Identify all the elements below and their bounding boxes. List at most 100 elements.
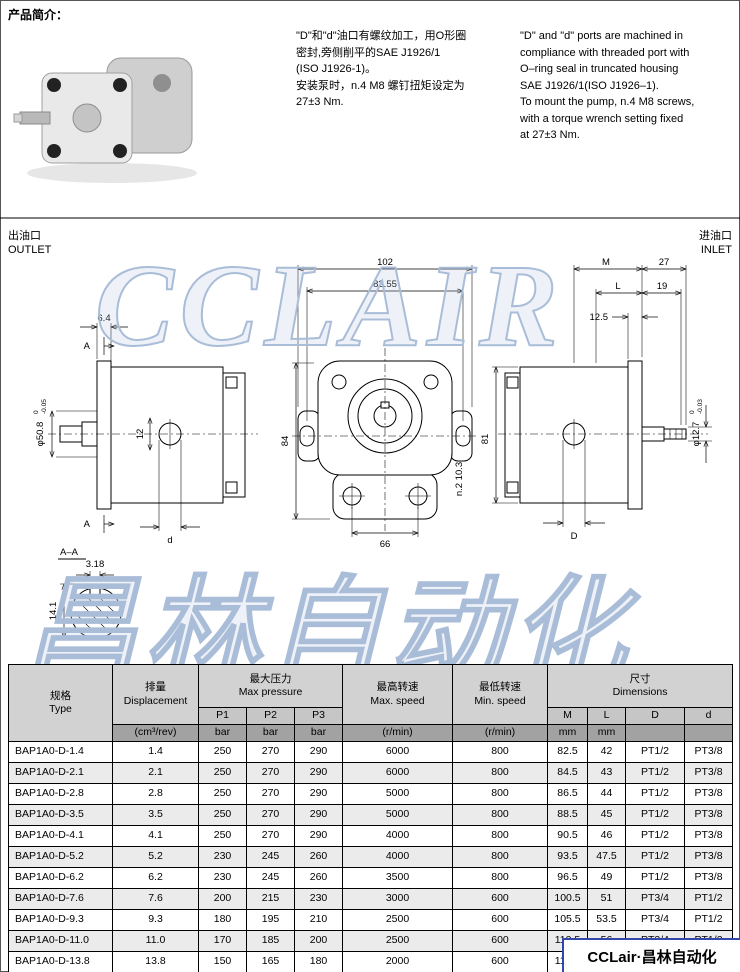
- product-photo: [13, 57, 197, 183]
- cell-max-speed: 2500: [342, 909, 453, 931]
- cell-m: 88.5: [547, 804, 588, 826]
- cell-displacement: 2.1: [112, 762, 199, 784]
- table-row: BAP1A0-D-3.5 3.5 250 270 290 5000 800 88…: [8, 804, 734, 826]
- col-header-type: 规格 Type: [8, 664, 113, 742]
- cell-displacement: 3.5: [112, 804, 199, 826]
- unit-blank-d-lower: [683, 724, 734, 742]
- table-row: BAP1A0-D-4.1 4.1 250 270 290 4000 800 90…: [8, 825, 734, 847]
- table-body: BAP1A0-D-1.4 1.4 250 270 290 6000 800 82…: [8, 741, 734, 972]
- cell-type: BAP1A0-D-2.8: [8, 783, 113, 805]
- cell-d-lower: PT3/8: [683, 783, 734, 805]
- cell-max-speed: 4000: [342, 846, 453, 868]
- cell-max-speed: 2000: [342, 951, 453, 972]
- cell-p2: 165: [246, 951, 295, 972]
- cell-min-speed: 600: [452, 888, 548, 910]
- unit-displacement: (cm³/rev): [112, 724, 199, 742]
- cell-d-lower: PT3/8: [683, 825, 734, 847]
- cell-type: BAP1A0-D-3.5: [8, 804, 113, 826]
- cell-type: BAP1A0-D-4.1: [8, 825, 113, 847]
- table-row: BAP1A0-D-7.6 7.6 200 215 230 3000 600 10…: [8, 888, 734, 910]
- cell-max-speed: 3500: [342, 867, 453, 889]
- cell-displacement: 6.2: [112, 867, 199, 889]
- cell-p2: 270: [246, 741, 295, 763]
- cell-type: BAP1A0-D-7.6: [8, 888, 113, 910]
- cell-d-lower: PT3/8: [683, 762, 734, 784]
- cell-d-lower: PT1/2: [683, 888, 734, 910]
- cell-d-upper: PT1/2: [625, 762, 685, 784]
- cell-l: 53.5: [587, 909, 626, 931]
- col-header-l: L: [587, 707, 626, 725]
- unit-bar-2: bar: [246, 724, 295, 742]
- cell-displacement: 4.1: [112, 825, 199, 847]
- cell-min-speed: 800: [452, 741, 548, 763]
- cell-p2: 185: [246, 930, 295, 952]
- cell-displacement: 9.3: [112, 909, 199, 931]
- cell-p1: 200: [198, 888, 247, 910]
- dim-3-18: 3.18: [86, 559, 105, 570]
- cell-min-speed: 800: [452, 762, 548, 784]
- cell-type: BAP1A0-D-9.3: [8, 909, 113, 931]
- dim-phi50-8-tol-bot: -0.05: [41, 399, 48, 414]
- inlet-label-en: INLET: [701, 244, 732, 256]
- col-header-p3: P3: [294, 707, 343, 725]
- inlet-label-cn: 进油口: [699, 228, 732, 242]
- section-label-aa: A–A: [60, 547, 79, 558]
- cell-displacement: 11.0: [112, 930, 199, 952]
- cell-l: 47.5: [587, 846, 626, 868]
- cell-p2: 245: [246, 846, 295, 868]
- shaft-key-section: 3.18 14.1: [48, 559, 122, 638]
- cell-max-speed: 5000: [342, 804, 453, 826]
- cell-type: BAP1A0-D-2.1: [8, 762, 113, 784]
- dim-phi50-8: φ50.8: [35, 422, 46, 447]
- dim-phi12-7: φ12.7: [691, 422, 702, 447]
- cell-d-lower: PT3/8: [683, 741, 734, 763]
- cell-m: 100.5: [547, 888, 588, 910]
- cell-l: 46: [587, 825, 626, 847]
- cell-p3: 230: [294, 888, 343, 910]
- unit-mm-m: mm: [547, 724, 588, 742]
- cell-min-speed: 800: [452, 825, 548, 847]
- cell-p2: 195: [246, 909, 295, 931]
- table-row: BAP1A0-D-2.1 2.1 250 270 290 6000 800 84…: [8, 762, 734, 784]
- cell-m: 82.5: [547, 741, 588, 763]
- cell-d-upper: PT1/2: [625, 846, 685, 868]
- unit-bar-3: bar: [294, 724, 343, 742]
- col-header-m: M: [547, 707, 588, 725]
- cell-min-speed: 800: [452, 783, 548, 805]
- cell-p3: 260: [294, 867, 343, 889]
- cell-p1: 230: [198, 846, 247, 868]
- dim-66: 66: [380, 539, 391, 550]
- cell-max-speed: 2500: [342, 930, 453, 952]
- right-side-view: M 27 L 19 12.5 81: [480, 257, 712, 542]
- table-row: BAP1A0-D-6.2 6.2 230 245 260 3500 800 96…: [8, 867, 734, 889]
- note-chinese: "D"和"d"油口有螺纹加工，用O形圈 密封,旁侧削平的SAE J1926/1 …: [296, 30, 467, 108]
- cell-displacement: 7.6: [112, 888, 199, 910]
- cell-m: 96.5: [547, 867, 588, 889]
- dim-D-port: D: [571, 531, 578, 542]
- product-intro-label: 产品简介：: [8, 8, 69, 22]
- cell-displacement: 2.8: [112, 783, 199, 805]
- header-row-1: 规格 Type 排量 Displacement 最大压力 Max pressur…: [8, 664, 734, 742]
- cell-m: 90.5: [547, 825, 588, 847]
- cell-p1: 150: [198, 951, 247, 972]
- cell-d-upper: PT3/4: [625, 909, 685, 931]
- cell-displacement: 1.4: [112, 741, 199, 763]
- spec-table: 规格 Type 排量 Displacement 最大压力 Max pressur…: [8, 664, 734, 972]
- dim-L: L: [615, 281, 620, 292]
- dim-12: 12: [135, 429, 146, 440]
- cell-p2: 270: [246, 762, 295, 784]
- unit-rpm-max: (r/min): [342, 724, 453, 742]
- cell-p2: 215: [246, 888, 295, 910]
- col-header-p1: P1: [198, 707, 247, 725]
- front-view: 102 82.55 84 66 n.2 10.3: [280, 257, 478, 550]
- unit-rpm-min: (r/min): [452, 724, 548, 742]
- cell-m: 84.5: [547, 762, 588, 784]
- dim-19: 19: [657, 281, 668, 292]
- cell-min-speed: 600: [452, 930, 548, 952]
- col-header-p2: P2: [246, 707, 295, 725]
- cell-p1: 180: [198, 909, 247, 931]
- dim-6-4: 6.4: [97, 313, 110, 324]
- outlet-label-cn: 出油口: [8, 228, 41, 242]
- cell-type: BAP1A0-D-5.2: [8, 846, 113, 868]
